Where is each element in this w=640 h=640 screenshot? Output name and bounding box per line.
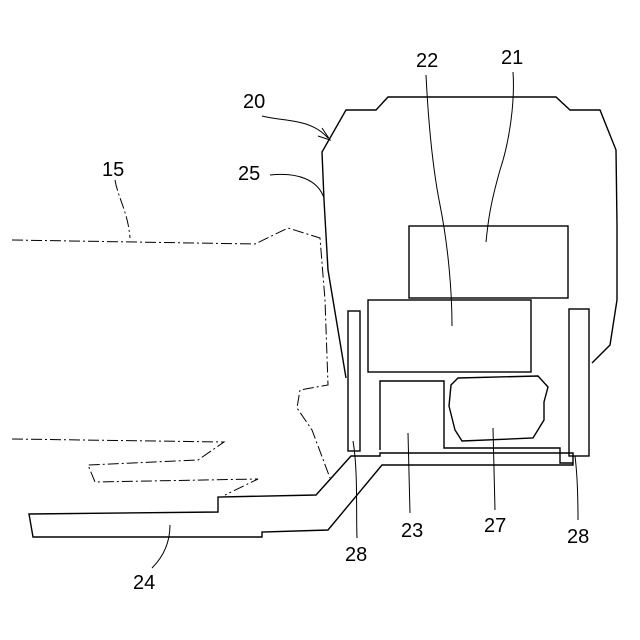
post-28-left (348, 311, 360, 451)
post-28-right (569, 309, 589, 456)
leader-23 (408, 433, 410, 513)
dashed-outline-15-top (12, 228, 330, 478)
label-27: 27 (484, 515, 506, 537)
unit-22 (368, 300, 531, 372)
label-20: 20 (243, 91, 265, 113)
component-27 (449, 376, 548, 441)
dashed-outline-15-bottom (12, 439, 258, 495)
frame-23 (380, 381, 573, 463)
label-15: 15 (102, 159, 124, 181)
leader-28-right (575, 456, 578, 520)
label-21: 21 (501, 47, 523, 69)
leader-15 (115, 180, 130, 238)
label-22: 22 (416, 50, 438, 72)
label-25: 25 (238, 163, 260, 185)
label-23: 23 (401, 520, 423, 542)
leader-24 (152, 525, 170, 568)
unit-21 (409, 226, 568, 298)
leader-20 (262, 116, 328, 138)
label-28-left: 28 (345, 544, 367, 566)
label-28-right: 28 (567, 526, 589, 548)
label-24: 24 (133, 572, 155, 594)
leader-25 (270, 174, 324, 198)
